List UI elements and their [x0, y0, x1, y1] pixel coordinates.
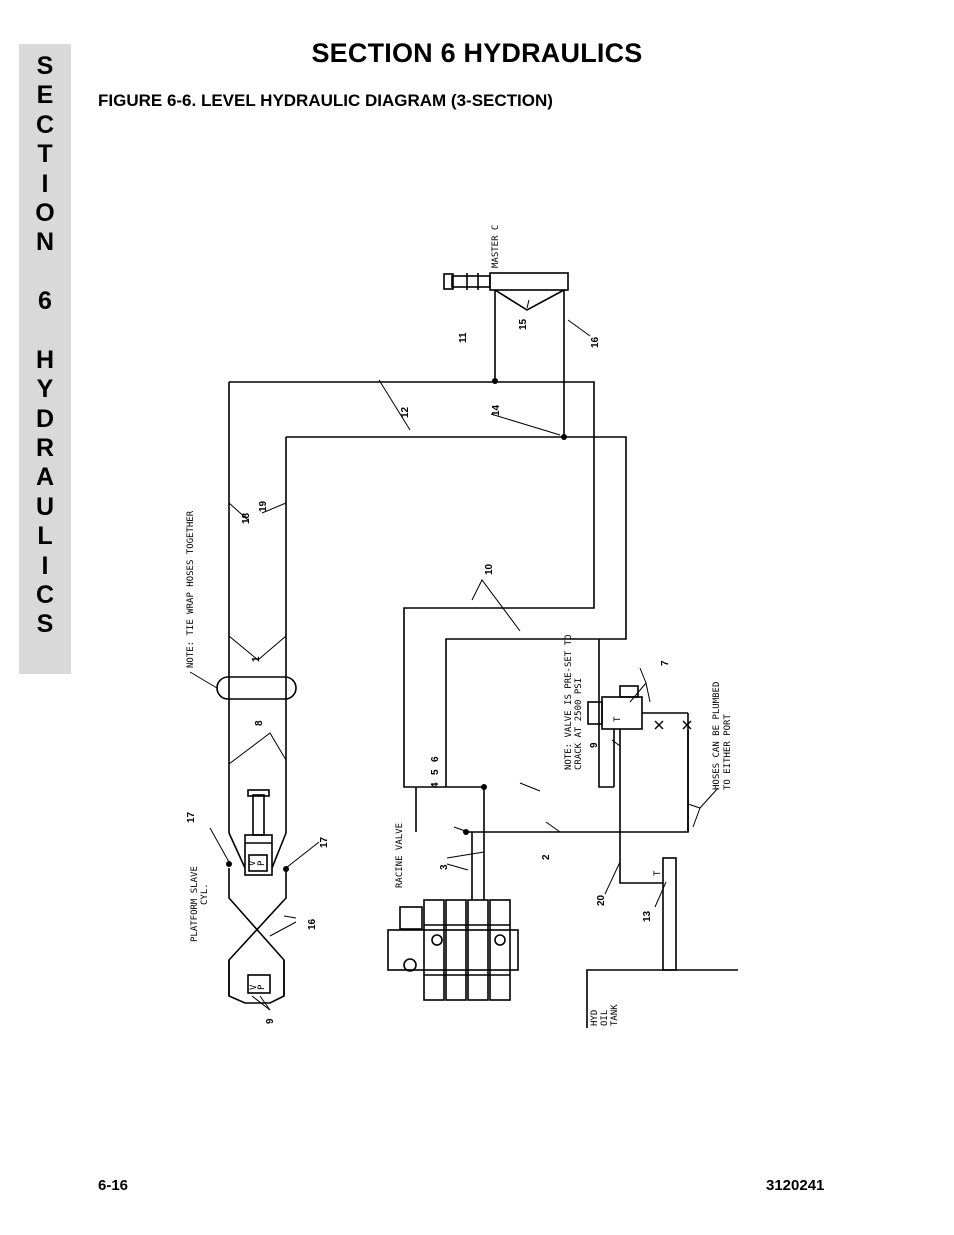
hyd-tank-label-2: OIL [600, 1010, 610, 1026]
side-letter [19, 317, 71, 346]
side-letter: H [35, 345, 55, 374]
callout-19: 19 [258, 500, 269, 512]
callout-4: 4 [430, 782, 441, 788]
callout-9-valve: 9 [589, 742, 600, 748]
callout-1: 1 [251, 656, 262, 662]
side-letter: I [41, 169, 49, 198]
callout-17-left: 17 [186, 811, 197, 823]
callout-14: 14 [491, 404, 502, 416]
page-number: 6-16 [98, 1177, 129, 1194]
relief-valve-body [601, 696, 643, 730]
callout-5: 5 [430, 769, 441, 775]
side-letter: N [35, 228, 55, 257]
master-cylinder-rod [451, 275, 491, 288]
hose-19 [286, 436, 627, 787]
callout-8: 8 [254, 720, 265, 726]
side-letter [19, 258, 71, 287]
slave-lower-block [228, 960, 285, 1004]
callout-15: 15 [518, 318, 529, 330]
callout-18: 18 [241, 512, 252, 524]
side-letter: R [35, 434, 55, 463]
callout-11: 11 [458, 332, 469, 343]
callout-2: 2 [541, 854, 552, 860]
hyd-tank-label-1: HYD [590, 1010, 600, 1026]
callout-6: 6 [430, 756, 441, 762]
side-letter: I [41, 551, 49, 580]
section-title: SECTION 6 HYDRAULICS [311, 38, 643, 68]
platform-slave-label-2: CYL. [200, 883, 210, 905]
hose-20 [619, 729, 663, 884]
side-letter: D [35, 404, 55, 433]
master-cyl-label: MASTER CYL [491, 225, 501, 268]
slave-cylinder-body [244, 834, 273, 876]
racine-valve-body [387, 899, 519, 1001]
side-letter: Y [36, 375, 54, 404]
hydraulic-diagram: 11 15 16 12 14 18 19 10 1 8 7 9 4 5 6 2 … [186, 225, 738, 1028]
hose-12 [229, 381, 595, 788]
slave-port-p-lower: P [257, 984, 267, 990]
valve-note-line-2: CRACK AT 2500 PSI [574, 678, 584, 770]
master-cylinder-end [443, 273, 454, 290]
document-number: 3120241 [766, 1177, 825, 1194]
slave-cylinder-rod [252, 794, 265, 836]
side-letter: U [35, 492, 55, 521]
slave-port-v-lower: V [249, 984, 259, 990]
side-letter: A [35, 463, 55, 492]
hyd-tank-label-3: TANK [610, 1004, 620, 1026]
valve-port-t: T [613, 716, 623, 722]
callout-3: 3 [439, 864, 450, 870]
tie-wrap-note: NOTE: TIE WRAP HOSES TOGETHER [186, 510, 196, 668]
callout-16-bottom: 16 [307, 918, 318, 930]
slave-cylinder-cap [247, 789, 270, 797]
slave-port-vp [248, 854, 268, 872]
side-letter: C [35, 581, 55, 610]
callout-10: 10 [484, 563, 495, 575]
side-letter: S [36, 610, 54, 639]
racine-valve-label: RACINE VALVE [395, 823, 405, 888]
side-tab-letters: S E C T I O N 6 H Y D R A U L I C S [19, 52, 71, 640]
callout-16-top: 16 [590, 336, 601, 348]
callout-12: 12 [400, 406, 411, 418]
master-manifold [494, 289, 565, 311]
hyd-oil-tank [586, 969, 738, 1028]
slave-port-v: V [248, 860, 258, 866]
callout-20: 20 [596, 894, 607, 906]
callout-13: 13 [642, 910, 653, 922]
hoses-note-line-1: HOSES CAN BE PLUMBED [712, 682, 722, 790]
side-letter: 6 [38, 287, 52, 316]
slave-port-p: P [257, 860, 267, 866]
master-cylinder-body [489, 272, 569, 291]
section-side-tab: S E C T I O N 6 H Y D R A U L I C S [19, 44, 71, 674]
side-letter: E [36, 81, 54, 110]
side-letter: O [35, 198, 55, 227]
callout-17-right: 17 [319, 836, 330, 848]
callout-7: 7 [660, 660, 671, 666]
figure-title: FIGURE 6-6. LEVEL HYDRAULIC DIAGRAM (3-S… [98, 91, 553, 110]
tank-return-pipe [662, 857, 677, 971]
side-letter: T [37, 140, 53, 169]
callout-9-slave: 9 [265, 1018, 276, 1024]
tank-port-t: T [653, 870, 663, 876]
side-letter: S [36, 52, 54, 80]
valve-note-line-1: NOTE: VALVE IS PRE-SET TO [564, 635, 574, 770]
platform-slave-label-1: PLATFORM SLAVE [190, 866, 200, 942]
side-letter: C [35, 110, 55, 139]
side-letter: L [37, 522, 53, 551]
hoses-note-line-2: TO EITHER PORT [723, 714, 733, 790]
